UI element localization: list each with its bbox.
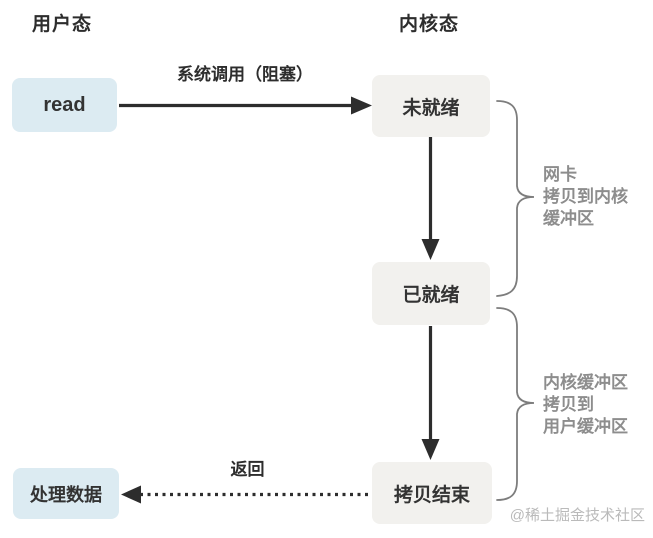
nic-copy-annotation: 网卡 拷贝到内核 缓冲区 — [543, 164, 628, 230]
node-ready: 已就绪 — [372, 262, 490, 325]
user-mode-heading: 用户态 — [32, 14, 93, 35]
annotation-line: 拷贝到内核 — [543, 187, 628, 206]
kernel-copy-annotation: 内核缓冲区 拷贝到 用户缓冲区 — [543, 372, 628, 438]
annotation-line: 内核缓冲区 — [543, 373, 628, 392]
annotation-line: 拷贝到 — [543, 395, 594, 414]
syscall-arrow — [119, 96, 372, 115]
kernel-copy-brace — [496, 307, 535, 501]
return-arrow-label: 返回 — [230, 460, 265, 479]
annotation-line: 用户缓冲区 — [543, 417, 628, 436]
return-arrow — [121, 485, 371, 504]
node-not-ready: 未就绪 — [372, 75, 490, 137]
notready-to-ready-arrow — [421, 137, 440, 260]
nic-copy-brace — [496, 100, 535, 297]
node-copy-done: 拷贝结束 — [372, 462, 492, 524]
watermark: @稀土掘金技术社区 — [509, 507, 645, 524]
ready-to-copydone-arrow — [421, 326, 440, 460]
kernel-mode-heading: 内核态 — [399, 14, 460, 35]
annotation-line: 网卡 — [543, 165, 577, 184]
annotation-line: 缓冲区 — [543, 209, 594, 228]
syscall-arrow-label: 系统调用（阻塞） — [177, 65, 313, 84]
node-process-data: 处理数据 — [13, 468, 119, 519]
node-read: read — [12, 78, 117, 132]
